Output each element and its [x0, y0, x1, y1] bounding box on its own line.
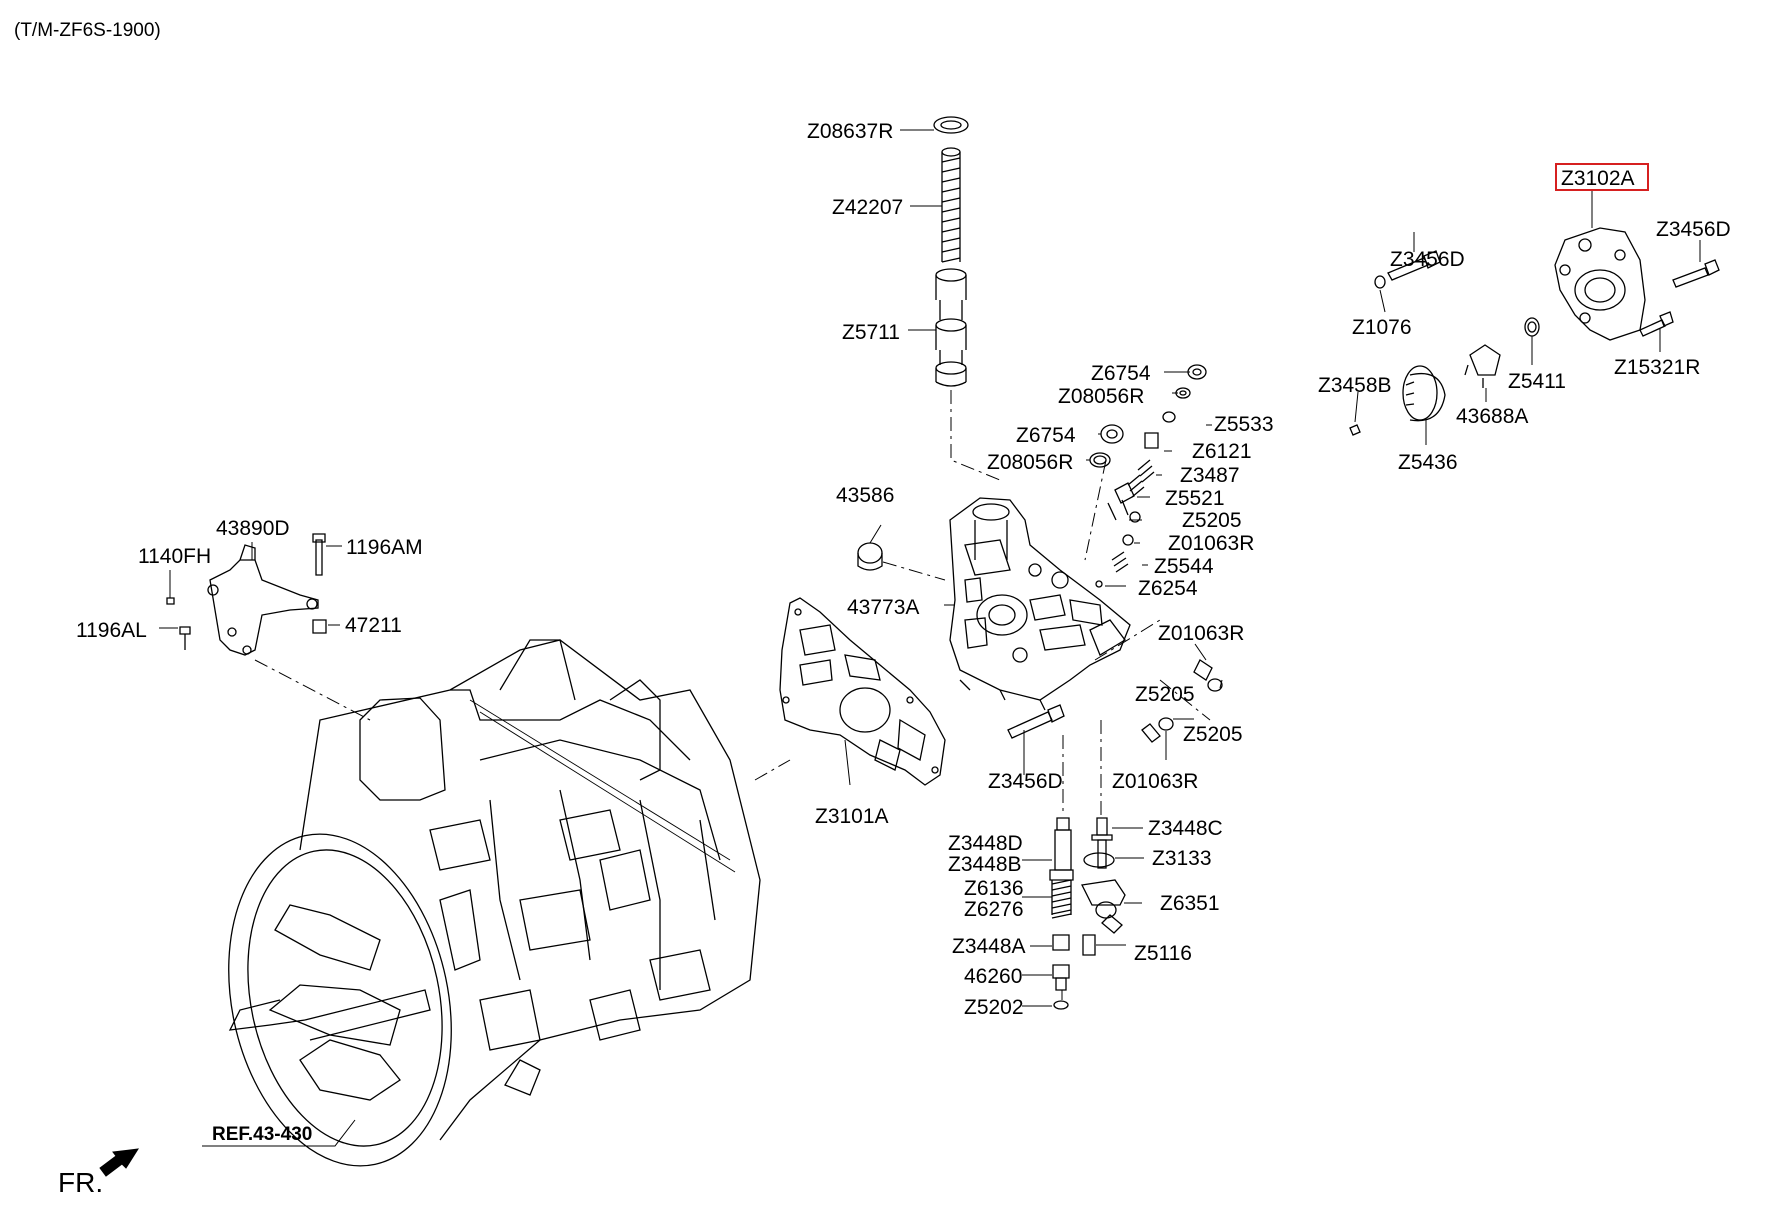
- front-arrow-icon: [99, 1148, 139, 1177]
- label-47211: 47211: [345, 614, 402, 637]
- transmission-housing: [228, 639, 761, 1167]
- label-z6121: Z6121: [1192, 440, 1252, 463]
- label-z3458b: Z3458B: [1318, 374, 1392, 397]
- mount-bracket-assembly: [166, 533, 327, 656]
- label-z3487: Z3487: [1180, 464, 1240, 487]
- label-z5116: Z5116: [1134, 942, 1192, 965]
- label-1196am: 1196AM: [346, 536, 423, 559]
- leader-lines: [159, 129, 1701, 1147]
- label-z6351: Z6351: [1160, 892, 1220, 915]
- label-z3133: Z3133: [1152, 847, 1212, 870]
- label-z6254: Z6254: [1138, 577, 1198, 600]
- front-marker: FR.: [58, 1148, 139, 1198]
- label-1140fh: 1140FH: [138, 545, 211, 568]
- label-z5205-b: Z5205: [1135, 683, 1195, 706]
- reference-label[interactable]: REF.43-430: [212, 1124, 312, 1145]
- highlighted-part-label[interactable]: Z3102A: [1555, 163, 1649, 191]
- label-z3448b: Z3448B: [948, 853, 1022, 876]
- label-z1076: Z1076: [1352, 316, 1412, 339]
- label-z6136: Z6136: [964, 877, 1024, 900]
- label-z5205-c: Z5205: [1183, 723, 1243, 746]
- label-z3448c: Z3448C: [1148, 817, 1223, 840]
- label-43773a: 43773A: [847, 596, 919, 619]
- diagram-title: (T/M-ZF6S-1900): [14, 20, 161, 41]
- label-z01063r-b: Z01063R: [1158, 622, 1244, 645]
- pump-housing-group: [1349, 227, 1720, 436]
- label-z5436: Z5436: [1398, 451, 1458, 474]
- small-fittings: [857, 364, 1223, 743]
- bolt-z3456d-c: [1007, 704, 1065, 739]
- label-z3448d: Z3448D: [948, 832, 1023, 855]
- label-z6754-a: Z6754: [1091, 362, 1151, 385]
- label-z5205-a: Z5205: [1182, 509, 1242, 532]
- label-z15321r: Z15321R: [1614, 356, 1700, 379]
- assembly-lines: [254, 390, 1211, 1000]
- label-z5411: Z5411: [1508, 370, 1566, 393]
- label-z3456d-b: Z3456D: [1656, 218, 1731, 241]
- label-z08056r-a: Z08056R: [1058, 385, 1144, 408]
- label-z3448a: Z3448A: [952, 935, 1026, 958]
- label-43586: 43586: [836, 484, 894, 507]
- label-z5711: Z5711: [842, 321, 900, 344]
- label-z3102a: Z3102A: [1561, 167, 1635, 190]
- label-z42207: Z42207: [832, 196, 903, 219]
- label-1196al: 1196AL: [76, 619, 147, 642]
- valve-body: [949, 497, 1131, 711]
- label-z08056r-b: Z08056R: [987, 451, 1073, 474]
- label-z08637r: Z08637R: [807, 120, 893, 143]
- label-z3456d-a: Z3456D: [1390, 248, 1465, 271]
- lower-parts-stack: [1049, 817, 1126, 1010]
- label-z01063r-a: Z01063R: [1168, 532, 1254, 555]
- label-z3456d-c: Z3456D: [988, 770, 1063, 793]
- gasket-plate: [779, 597, 946, 786]
- label-z5202: Z5202: [964, 996, 1024, 1019]
- label-43688a: 43688A: [1456, 405, 1528, 428]
- label-43890d: 43890D: [216, 517, 290, 540]
- label-46260: 46260: [964, 965, 1022, 988]
- part-labels: Z08637R Z42207 Z5711 Z6754 Z08056R Z5533…: [76, 120, 1731, 1019]
- highlight-box: [1555, 163, 1649, 191]
- label-z01063r-c: Z01063R: [1112, 770, 1198, 793]
- label-z6754-b: Z6754: [1016, 424, 1076, 447]
- shaft-column: [933, 116, 969, 387]
- label-z5533: Z5533: [1214, 413, 1274, 436]
- front-marker-text: FR.: [58, 1167, 103, 1198]
- label-z5521: Z5521: [1165, 487, 1225, 510]
- label-z6276: Z6276: [964, 898, 1024, 921]
- label-z5544: Z5544: [1154, 555, 1214, 578]
- label-z3101a: Z3101A: [815, 805, 889, 828]
